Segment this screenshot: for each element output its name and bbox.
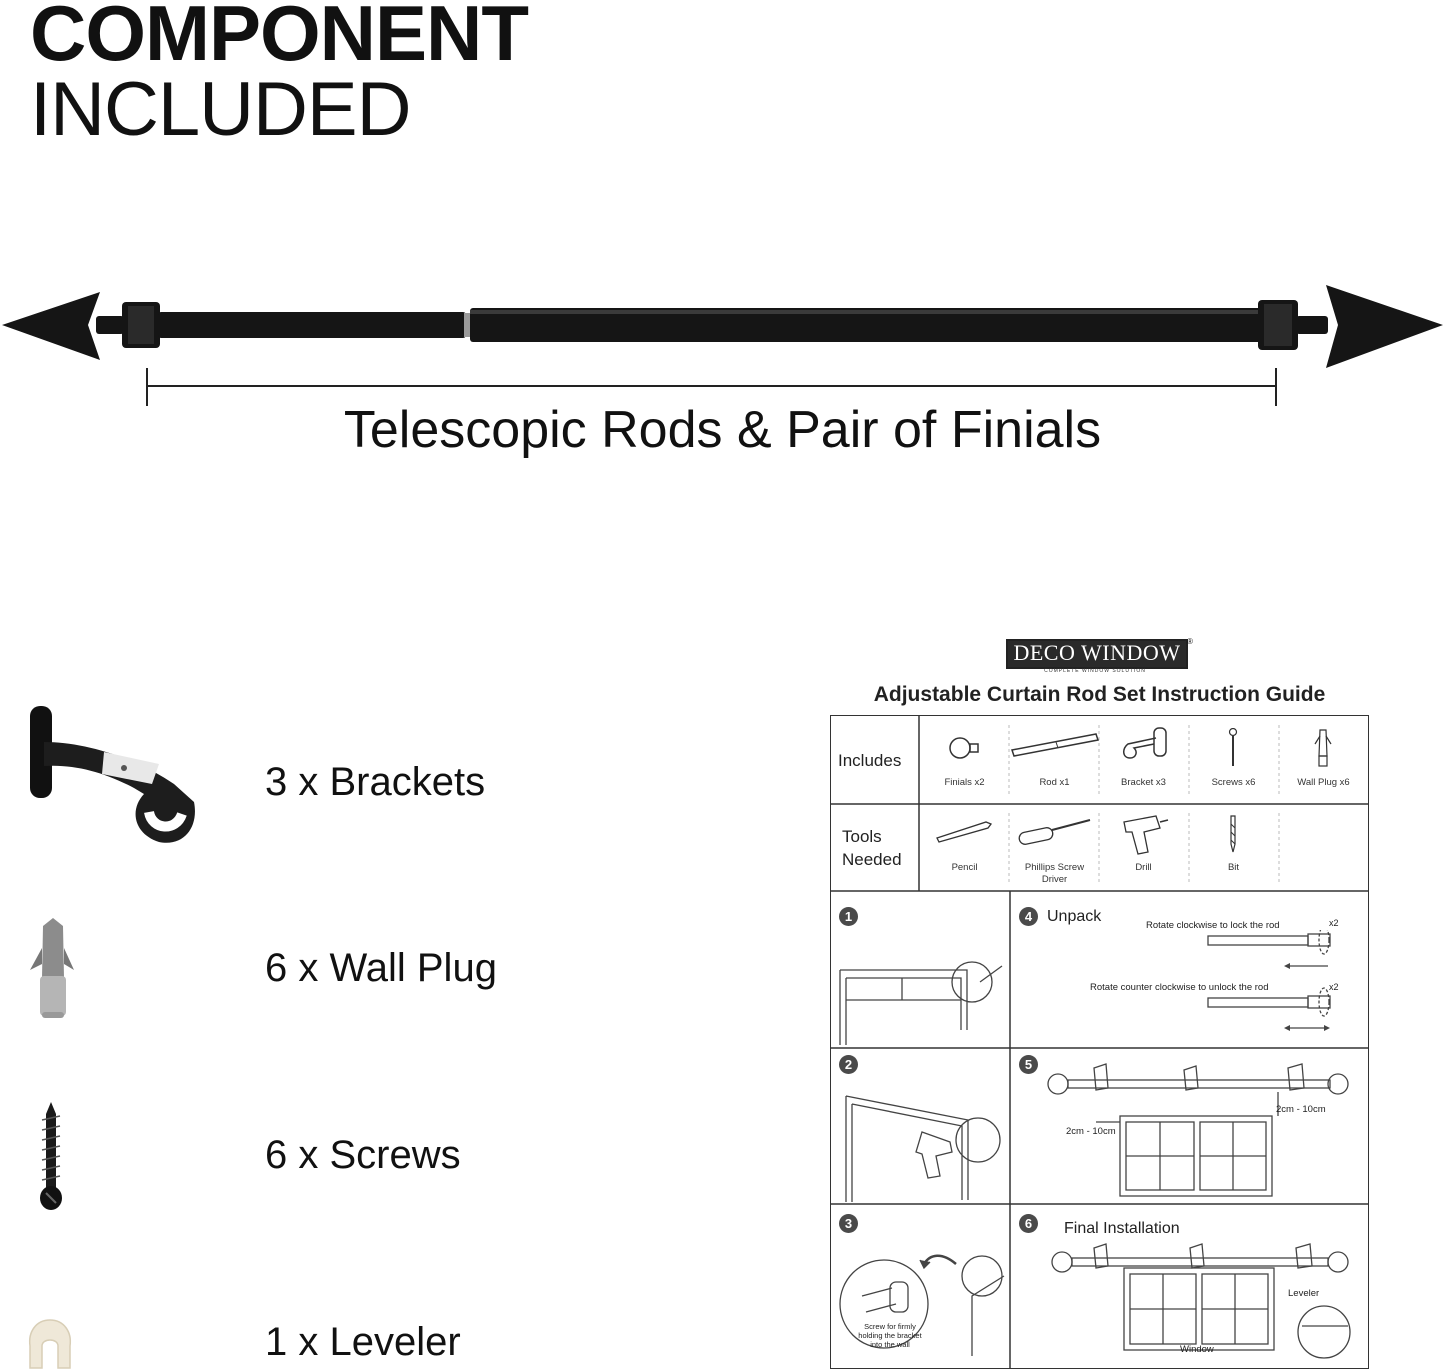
tool-bit: Bit — [1227, 862, 1240, 873]
includes-finials: Finials x2 — [944, 777, 985, 788]
step-5-illustration — [1047, 1063, 1349, 1197]
includes-label: Includes — [838, 751, 902, 770]
tool-drill: Drill — [1135, 862, 1152, 873]
tool-phillips-screw: Phillips Screw — [1024, 862, 1085, 873]
includes-bracket: Bracket x3 — [1121, 777, 1166, 788]
step-6-title: Final Installation — [1064, 1220, 1180, 1237]
step-1-illustration — [839, 961, 1003, 1045]
step-3-number: 3 — [839, 1214, 858, 1233]
step-4-number: 4 — [1019, 907, 1038, 926]
step-5-number: 5 — [1019, 1055, 1038, 1074]
step-5-gap-left: 2cm - 10cm — [1066, 1126, 1116, 1137]
step-6-window-label: Window — [1180, 1344, 1214, 1355]
tools-label-line-1: Tools — [842, 827, 882, 846]
pencil-icon — [936, 821, 993, 843]
drill-icon — [1123, 815, 1169, 855]
guide-grid — [830, 715, 1369, 1369]
registered-mark: ® — [1187, 637, 1193, 646]
step-5-gap-right: 2cm - 10cm — [1276, 1104, 1326, 1115]
step-4-x2-lock: x2 — [1329, 918, 1339, 928]
includes-wall-plug: Wall Plug x6 — [1297, 777, 1350, 788]
bracket-small-icon — [1123, 727, 1167, 759]
screwdriver-icon — [1018, 819, 1091, 845]
tool-driver: Driver — [1041, 874, 1068, 885]
component-label-brackets: 3 x Brackets — [265, 760, 486, 804]
bracket-icon — [30, 706, 195, 843]
brand-tagline: COMPLETE WINDOW SOLUTION — [1044, 668, 1146, 674]
step-3-illustration — [839, 1254, 1005, 1356]
leveler-icon — [28, 1319, 72, 1369]
includes-screws: Screws x6 — [1211, 777, 1256, 788]
step-4-title: Unpack — [1047, 908, 1102, 925]
step-4-illustration — [1207, 930, 1331, 1031]
screw-icon — [40, 1102, 62, 1210]
step-6-number: 6 — [1019, 1214, 1038, 1233]
step-2-number: 2 — [839, 1055, 858, 1074]
bit-icon — [1230, 815, 1236, 853]
includes-rod: Rod x1 — [1039, 777, 1070, 788]
step-3-note-line-1: Screw for firmly — [864, 1322, 916, 1331]
step-3-note-line-3: into the wall — [870, 1340, 910, 1349]
heading-line-2: INCLUDED — [30, 67, 411, 152]
component-label-screws: 6 x Screws — [265, 1133, 461, 1177]
wall-plug-icon — [30, 918, 74, 1018]
step-4-lock-text: Rotate clockwise to lock the rod — [1146, 920, 1280, 931]
component-label-leveler: 1 x Leveler — [265, 1320, 461, 1364]
tools-label-line-2: Needed — [842, 850, 902, 869]
step-2-illustration — [845, 1095, 1001, 1202]
wall-plug-small-icon — [1314, 729, 1332, 767]
step-3-note-line-2: holding the bracket — [858, 1331, 922, 1340]
step-1-number: 1 — [839, 907, 858, 926]
component-label-wall-plug: 6 x Wall Plug — [265, 946, 497, 990]
screws-small-icon — [1228, 728, 1238, 766]
heading-line-1: COMPONENT — [30, 0, 529, 77]
guide-title: Adjustable Curtain Rod Set Instruction G… — [873, 683, 1326, 706]
brand-logo: DECO WINDOW — [1006, 639, 1188, 669]
rod-icon — [1011, 733, 1099, 757]
step-4-unlock-text: Rotate counter clockwise to unlock the r… — [1090, 982, 1269, 993]
step-6-leveler-label: Leveler — [1288, 1288, 1320, 1299]
tool-pencil: Pencil — [951, 862, 978, 873]
finial-icon — [949, 737, 979, 759]
curtain-rod-image — [2, 285, 1443, 406]
rod-caption: Telescopic Rods & Pair of Finials — [343, 401, 1102, 459]
step-6-illustration — [1051, 1243, 1351, 1359]
step-4-x2-unlock: x2 — [1329, 982, 1339, 992]
instruction-guide — [830, 715, 1369, 1369]
